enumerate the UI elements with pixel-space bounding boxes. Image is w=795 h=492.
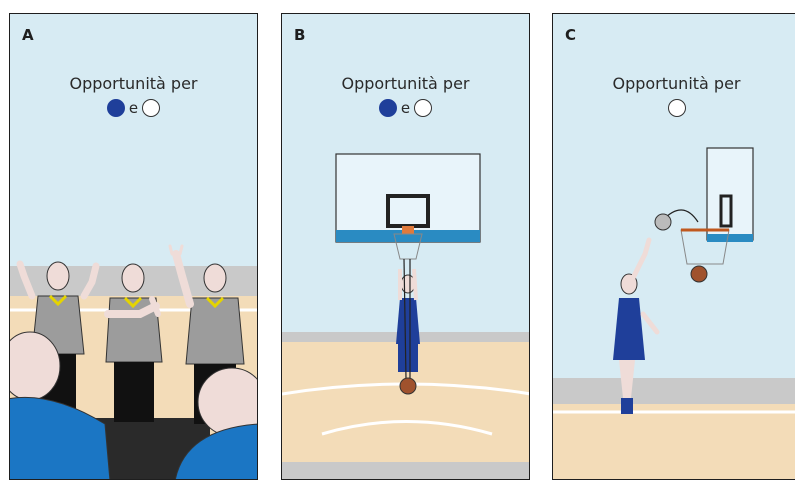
- white-team-dot: [414, 98, 433, 117]
- conjunction-text: e: [400, 98, 411, 117]
- blue-team-dot: [106, 98, 125, 117]
- blue-team-dot: [378, 98, 397, 117]
- white-team-dot: [667, 98, 686, 117]
- backboard: [680, 147, 754, 265]
- basketball: [690, 265, 708, 283]
- panel-b: B Opportunità per e: [281, 13, 530, 480]
- white-team-dot: [142, 98, 161, 117]
- caption-text: Opportunità per: [341, 74, 470, 93]
- tap-in-illustration: [553, 147, 795, 479]
- team-indicator: e: [282, 98, 529, 120]
- ghost-basketball: [654, 213, 672, 231]
- free-throw-illustration: [282, 153, 529, 479]
- panel-letter: C: [565, 26, 577, 44]
- panel-letter: A: [22, 26, 34, 44]
- team-indicator: e: [10, 98, 257, 120]
- panel-c: C Opportunità per: [552, 13, 795, 480]
- panel-a: A Opportunità per e: [9, 13, 258, 480]
- foreground-player-left: [10, 331, 111, 479]
- jumping-player: [613, 237, 660, 414]
- referees-illustration: [10, 244, 257, 479]
- conjunction-text: e: [128, 98, 139, 117]
- basketball: [399, 377, 417, 395]
- team-indicator: [553, 98, 795, 120]
- caption-text: Opportunità per: [612, 74, 741, 93]
- foreground-player-right: [174, 367, 257, 479]
- backboard: [335, 153, 481, 260]
- caption-text: Opportunità per: [69, 74, 198, 93]
- referee-middle: [104, 263, 163, 422]
- panel-letter: B: [294, 26, 306, 44]
- shooter-player: [396, 258, 420, 380]
